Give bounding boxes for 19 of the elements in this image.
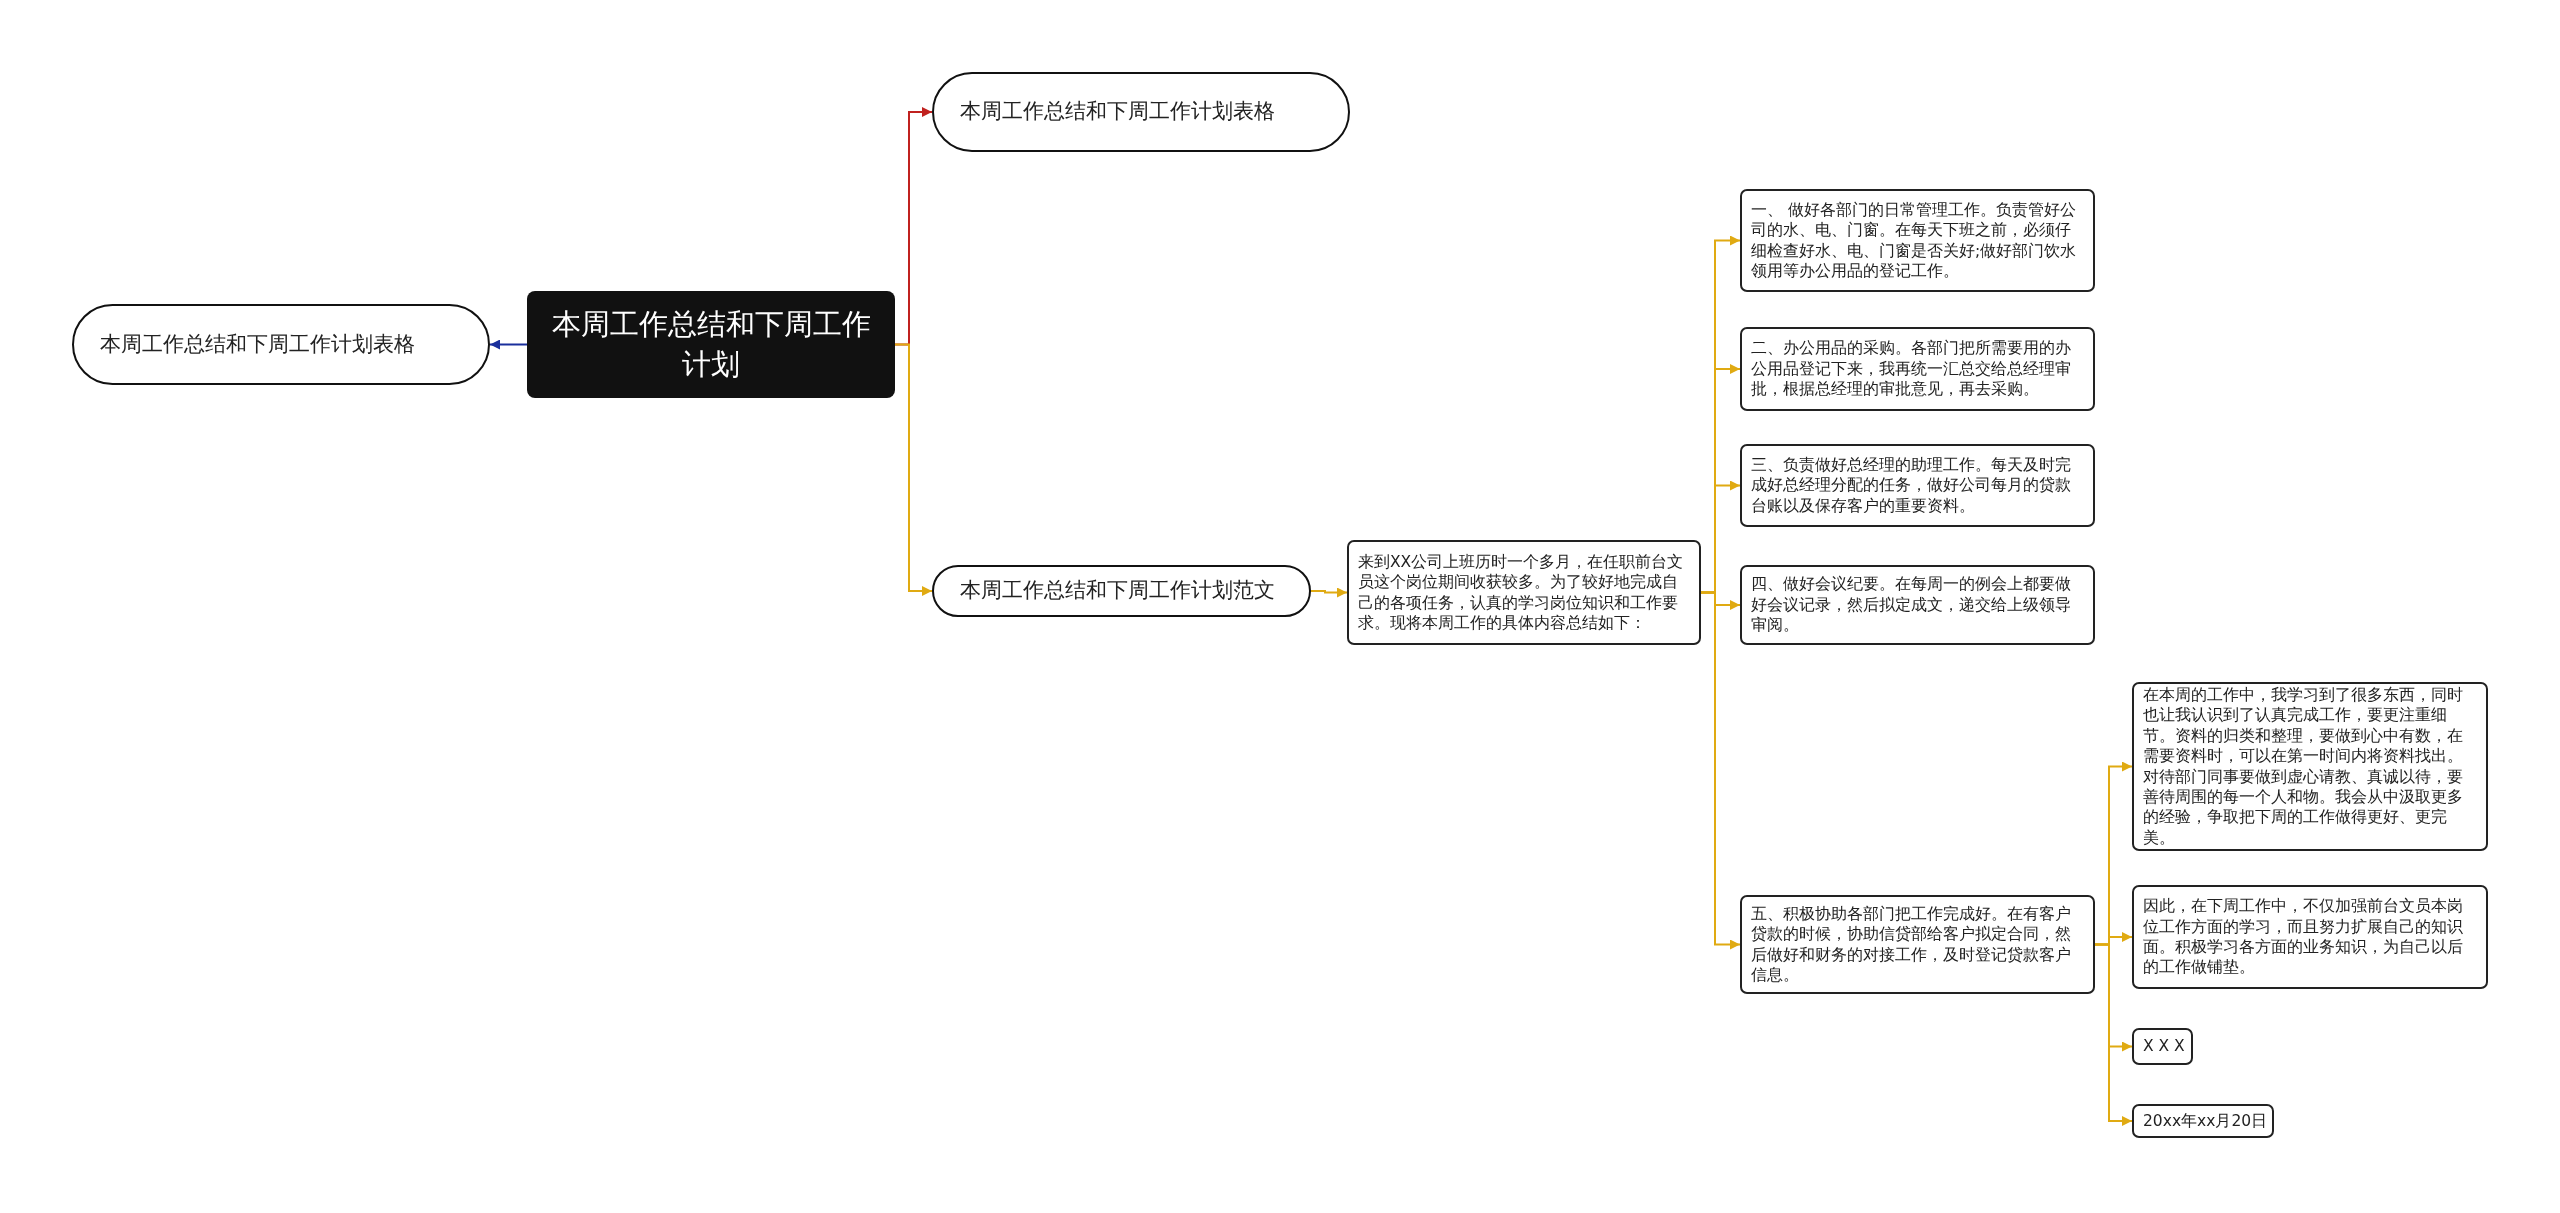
topic-box: 本周工作总结和下周工作计划表格 [72,304,490,385]
text-card: 因此，在下周工作中，不仅加强前台文员本岗位工作方面的学习，而且努力扩展自己的知识面。积极学习各方面的业务知识，为自己以后的工作做铺垫。 [2132,885,2488,989]
arrow [894,343,933,596]
text-card: 三、负责做好总经理的助理工作。每天及时完成好总经理分配的任务，做好公司每月的贷款台账以及保存客户的重要资料。 [1740,444,2095,527]
text-card: 20xx年xx月20日 [2132,1104,2274,1138]
arrow [1700,591,1741,950]
central-topic-box: 本周工作总结和下周工作计划 [527,291,895,398]
text-card: 在本周的工作中，我学习到了很多东西，同时也让我认识到了认真完成工作，要更注重细节。资料的归类和整理，要做到心中有数，在需要资料时，可以在第一时间内将资料找出。对待部门同事要做到虚心请教、真诚以待，要善待周围的每一个人和物。我会从中汲取更多的经验，争取把下周的工作做得更好、更完美。 [2132,682,2488,851]
text-card: 五、积极协助各部门把工作完成好。在有客户贷款的时候，协助信贷部给客户拟定合同，然后做好和财务的对接工作，及时登记贷款客户信息。 [1740,895,2095,994]
text-card: 一、 做好各部门的日常管理工作。负责管好公司的水、电、门窗。在每天下班之前，必须仔细检查好水、电、门窗是否关好;做好部门饮水领用等办公用品的登记工作。 [1740,189,2095,292]
arrow [1310,587,1348,598]
topic-box: 本周工作总结和下周工作计划表格 [932,72,1350,152]
text-card: 来到XX公司上班历时一个多月，在任职前台文员这个岗位期间收获较多。为了较好地完成自己的各项任务，认真的学习岗位知识和工作要求。现将本周工作的具体内容总结如下： [1347,540,1701,645]
arrow [2094,943,2133,1126]
text-card: 二、办公用品的采购。各部门把所需要用的办公用品登记下来，我再统一汇总交给总经理审批，根据总经理的审批意见，再去采购。 [1740,327,2095,411]
topic-box: 本周工作总结和下周工作计划范文 [932,565,1311,617]
text-card: 四、做好会议纪要。在每周一的例会上都要做好会议记录，然后拟定成文，递交给上级领导审阅。 [1740,565,2095,645]
text-card: X X X [2132,1028,2193,1065]
arrow [489,339,528,350]
